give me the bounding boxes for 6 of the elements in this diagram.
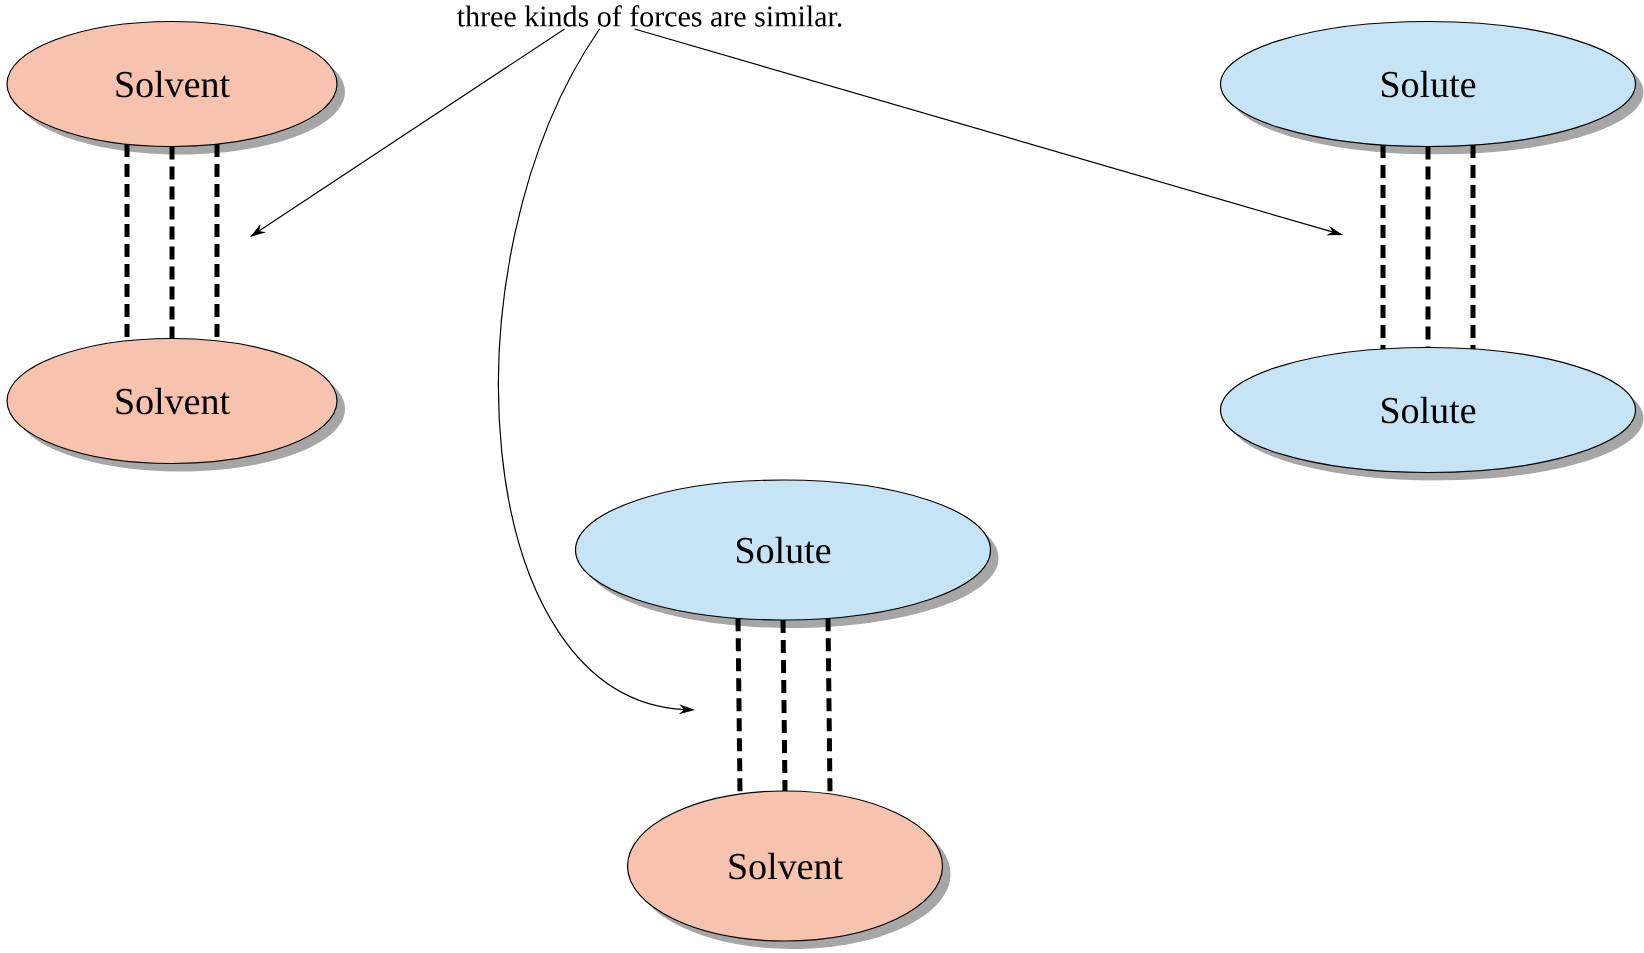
dashed-line xyxy=(1380,145,1386,349)
dashed-line xyxy=(1470,145,1476,349)
dashed-line xyxy=(1425,146,1431,348)
dashed-line xyxy=(169,146,175,339)
caption-text: three kinds of forces are similar. xyxy=(457,5,842,27)
dashed-line xyxy=(780,619,788,792)
